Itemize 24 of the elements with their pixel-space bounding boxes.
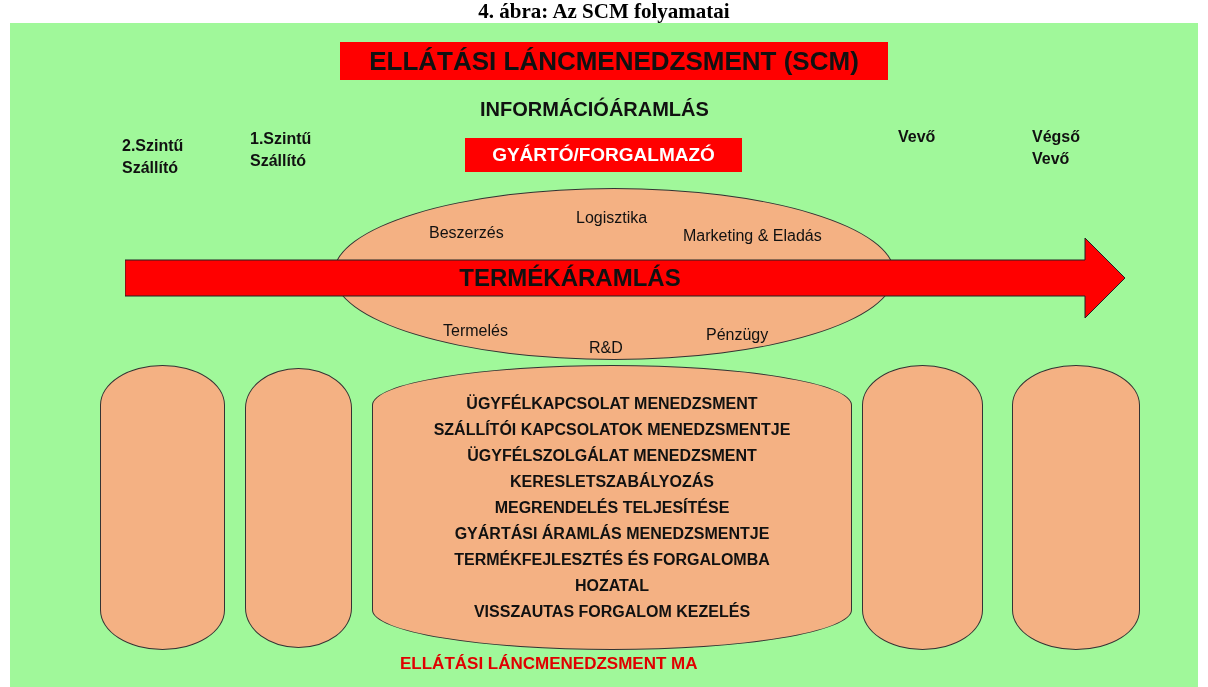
process-item: SZÁLLÍTÓI KAPCSOLATOK MENEDZSMENTJE — [433, 419, 791, 440]
text-label: Vevő — [898, 127, 936, 147]
text-label: 2.Szintű Szállító — [122, 136, 185, 178]
arrow-label: TERMÉKÁRAMLÁS — [459, 264, 681, 292]
process-item: ÜGYFÉLKAPCSOLAT MENEDZSMENT — [466, 393, 758, 414]
function-label: Logisztika — [576, 209, 648, 227]
function-label: R&D — [589, 339, 623, 357]
process-item: VISSZAUTAS FORGALOM KEZELÉS — [473, 601, 751, 622]
function-label: Pénzügy — [706, 326, 769, 344]
process-item: KERESLETSZABÁLYOZÁS — [510, 471, 714, 492]
function-label: Termelés — [443, 322, 508, 340]
text-label: Végső Vevő — [1032, 127, 1081, 169]
process-item: GYÁRTÁSI ÁRAMLÁS MENEDZSMENTJE — [454, 523, 770, 544]
function-label: Marketing & Eladás — [683, 227, 822, 245]
heading-banner: ELLÁTÁSI LÁNCMENEDZSMENT (SCM) — [340, 42, 888, 80]
heading-banner: GYÁRTÓ/FORGALMAZÓ — [465, 138, 742, 172]
process-item: MEGRENDELÉS TELJESÍTÉSE — [494, 497, 730, 518]
process-item: ÜGYFÉLSZOLGÁLAT MENEDZSMENT — [467, 445, 757, 466]
figure-title: 4. ábra: Az SCM folyamatai — [477, 0, 731, 22]
text-label: INFORMÁCIÓÁRAMLÁS — [480, 98, 709, 120]
function-label: Beszerzés — [429, 224, 504, 242]
text-label: 1.Szintű Szállító — [250, 129, 313, 171]
process-item: TERMÉKFEJLESZTÉS ÉS FORGALOMBA HOZATAL — [453, 549, 771, 596]
text-label: ELLÁTÁSI LÁNCMENEDZSMENT MA — [400, 653, 698, 675]
